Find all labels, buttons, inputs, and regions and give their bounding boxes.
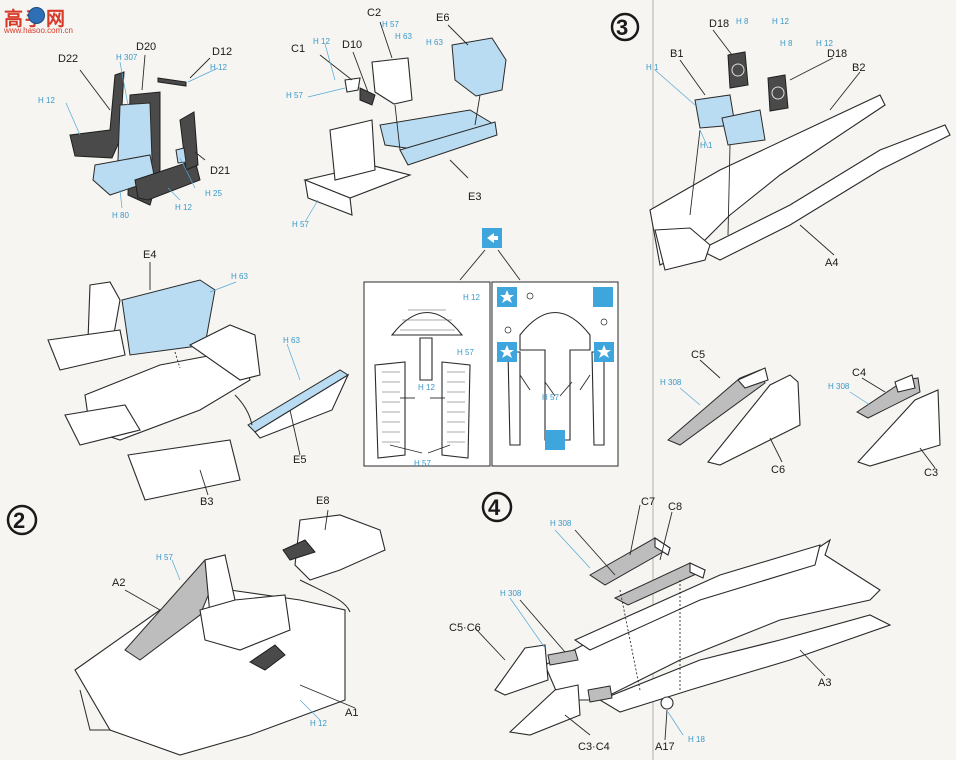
color-code-h12: H 12 bbox=[310, 719, 327, 728]
color-code-h12: H 12 bbox=[313, 37, 330, 46]
color-code-h57: H 57 bbox=[542, 393, 559, 402]
part-label-D22: D22 bbox=[58, 53, 78, 65]
color-code-h12: H 12 bbox=[772, 17, 789, 26]
part-label-A4: A4 bbox=[825, 257, 838, 269]
color-code-h8: H 8 bbox=[780, 39, 793, 48]
part-label-C1: C1 bbox=[291, 43, 305, 55]
color-code-h1: H 1 bbox=[700, 141, 713, 150]
color-code-h63: H 63 bbox=[426, 38, 443, 47]
color-code-h63: H 63 bbox=[283, 336, 300, 345]
part-label-C4: C4 bbox=[852, 367, 866, 379]
part-label-D12: D12 bbox=[212, 46, 232, 58]
decal-panels bbox=[363, 228, 619, 467]
part-label-A1: A1 bbox=[345, 707, 358, 719]
cockpit-tub-assembly bbox=[303, 21, 507, 223]
seat-assembly bbox=[65, 54, 219, 209]
color-code-h1: H 1 bbox=[646, 63, 659, 72]
step-marker-2 bbox=[6, 504, 38, 536]
part-label-E4: E4 bbox=[143, 249, 156, 261]
color-code-h18: H 18 bbox=[688, 735, 705, 744]
step-number-2: 2 bbox=[13, 508, 25, 533]
rear-fuselage-assembly bbox=[649, 29, 951, 271]
color-code-h12: H 12 bbox=[418, 383, 435, 392]
color-code-h57: H 57 bbox=[414, 459, 431, 468]
part-label-A3: A3 bbox=[818, 677, 831, 689]
color-code-h308: H 308 bbox=[500, 589, 522, 598]
color-code-h63: H 63 bbox=[395, 32, 412, 41]
step-marker-3 bbox=[610, 12, 640, 42]
color-code-h57: H 57 bbox=[156, 553, 173, 562]
color-code-h57: H 57 bbox=[457, 348, 474, 357]
part-label-C7: C7 bbox=[641, 496, 655, 508]
part-label-C8: C8 bbox=[668, 501, 682, 513]
color-code-h25: H 25 bbox=[205, 189, 222, 198]
part-label-C5-C6: C5·C6 bbox=[449, 622, 481, 634]
part-label-D10: D10 bbox=[342, 39, 362, 51]
part-label-E6: E6 bbox=[436, 12, 449, 24]
part-label-D21: D21 bbox=[210, 165, 230, 177]
color-code-h307: H 307 bbox=[116, 53, 138, 62]
part-label-C3: C3 bbox=[924, 467, 938, 479]
star-insignia-icon bbox=[500, 290, 514, 303]
part-label-A17: A17 bbox=[655, 741, 675, 753]
forward-fuselage-assembly bbox=[74, 509, 386, 756]
part-label-C6: C6 bbox=[771, 464, 785, 476]
color-code-h12: H 12 bbox=[175, 203, 192, 212]
part-label-D20: D20 bbox=[136, 41, 156, 53]
part-label-D18: D18 bbox=[709, 18, 729, 30]
part-label-A2: A2 bbox=[112, 577, 125, 589]
color-code-h12: H 12 bbox=[38, 96, 55, 105]
color-code-h8: H 8 bbox=[736, 17, 749, 26]
intake-parts bbox=[667, 359, 941, 469]
step-number-3: 3 bbox=[616, 15, 628, 40]
step-marker-4 bbox=[481, 491, 513, 523]
color-code-h308: H 308 bbox=[550, 519, 572, 528]
watermark-logo: 高手网 www.hasoo.com.cn bbox=[4, 4, 78, 38]
part-label-D18: D18 bbox=[827, 48, 847, 60]
color-code-h12: H 12 bbox=[463, 293, 480, 302]
cockpit-interior-assembly bbox=[47, 262, 350, 501]
color-code-h12: H 12 bbox=[210, 63, 227, 72]
part-label-B3: B3 bbox=[200, 496, 213, 508]
step-number-4: 4 bbox=[488, 495, 501, 520]
color-code-h57: H 57 bbox=[292, 220, 309, 229]
star-insignia-icon bbox=[500, 345, 514, 358]
part-label-C5: C5 bbox=[691, 349, 705, 361]
color-code-h308: H 308 bbox=[828, 382, 850, 391]
part-label-B1: B1 bbox=[670, 48, 683, 60]
color-code-h308: H 308 bbox=[660, 378, 682, 387]
part-label-B2: B2 bbox=[852, 62, 865, 74]
part-label-C3-C4: C3·C4 bbox=[578, 741, 610, 753]
star-insignia-icon bbox=[597, 345, 611, 358]
globe-icon bbox=[28, 7, 45, 24]
color-code-h57: H 57 bbox=[382, 20, 399, 29]
color-code-h57: H 57 bbox=[286, 91, 303, 100]
color-code-h12: H 12 bbox=[816, 39, 833, 48]
color-code-h63: H 63 bbox=[231, 272, 248, 281]
watermark-url: www.hasoo.com.cn bbox=[4, 26, 73, 35]
part-label-E3: E3 bbox=[468, 191, 481, 203]
part-label-E5: E5 bbox=[293, 454, 306, 466]
lower-fuselage-assembly bbox=[474, 504, 892, 741]
part-label-C2: C2 bbox=[367, 7, 381, 19]
color-code-h80: H 80 bbox=[112, 211, 129, 220]
part-label-E8: E8 bbox=[316, 495, 329, 507]
